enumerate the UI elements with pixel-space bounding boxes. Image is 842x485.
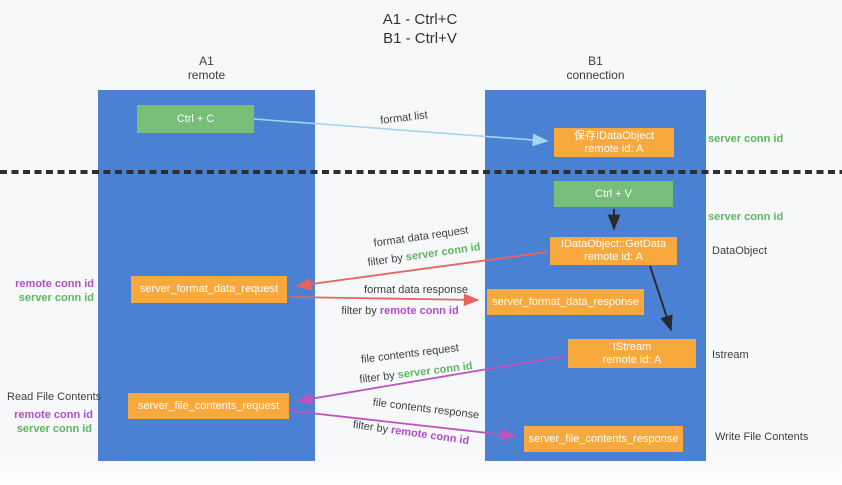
- node-save-idataobject-line1: 保存IDataObject: [573, 129, 655, 142]
- right-label-server-conn-id-1: server conn id: [708, 133, 784, 145]
- filter-key-server-conn-id: server conn id: [405, 241, 482, 264]
- arrow-format-data-response: [289, 293, 480, 307]
- filter-prefix: filter by: [358, 369, 396, 386]
- edge-label-format-response-filter: filter by remote conn id: [341, 305, 458, 317]
- node-ctrl-v: Ctrl + V: [554, 181, 673, 207]
- filter-key-server-conn-id: server conn id: [397, 360, 474, 382]
- node-save-idataobject: 保存IDataObject remote id: A: [554, 128, 674, 157]
- node-ctrl-v-label: Ctrl + V: [595, 187, 632, 200]
- node-file-request-label: server_file_contents_request: [137, 399, 280, 412]
- left-label-remote-conn-id-1: remote conn id: [15, 278, 94, 290]
- node-getdata-line1: IDataObject::GetData: [560, 238, 667, 250]
- left-label-server-conn-id-1: server conn id: [18, 292, 94, 304]
- node-format-request-label: server_format_data_request: [139, 283, 279, 295]
- edge-label-file-contents-response: file contents response: [372, 396, 480, 422]
- phase-divider-dotted-line: [0, 170, 842, 174]
- column-a1-role: remote: [187, 68, 226, 82]
- diagram-title: A1 - Ctrl+C B1 - Ctrl+V: [320, 10, 520, 48]
- node-server-format-data-request: server_format_data_request: [131, 276, 287, 303]
- right-label-istream: Istream: [712, 349, 749, 361]
- node-istream-line2: remote id: A: [602, 353, 662, 366]
- column-b1-name: B1: [588, 54, 603, 68]
- node-ctrl-c: Ctrl + C: [137, 105, 254, 133]
- left-label-read-file-contents: Read File Contents: [7, 391, 102, 403]
- filter-prefix: filter by: [352, 418, 389, 436]
- node-getdata-line2: remote id: A: [584, 251, 643, 263]
- left-label-server-conn-id-2: server conn id: [16, 423, 92, 435]
- node-save-idataobject-line2: remote id: A: [584, 142, 644, 155]
- node-server-file-contents-request: server_file_contents_request: [128, 393, 289, 419]
- title-line-2: B1 - Ctrl+V: [383, 30, 457, 47]
- node-ctrl-c-label: Ctrl + C: [176, 112, 215, 125]
- right-label-dataobject: DataObject: [712, 245, 768, 257]
- node-server-file-contents-response: server_file_contents_response: [524, 426, 683, 452]
- edge-label-format-data-response: format data response: [364, 284, 468, 296]
- node-server-format-data-response: server_format_data_response: [487, 289, 644, 315]
- right-label-server-conn-id-2: server conn id: [708, 211, 784, 223]
- edge-label-file-response-filter: filter by remote conn id: [352, 419, 470, 447]
- filter-prefix: filter by: [341, 305, 377, 317]
- node-istream: IStream remote id: A: [568, 339, 696, 368]
- column-a1-name: A1: [199, 54, 214, 68]
- left-label-remote-conn-id-2: remote conn id: [14, 409, 93, 421]
- edge-label-format-list: format list: [379, 109, 429, 127]
- title-line-1: A1 - Ctrl+C: [382, 11, 458, 28]
- filter-key-remote-conn-id: remote conn id: [390, 424, 470, 448]
- filter-prefix: filter by: [366, 252, 404, 269]
- column-header-a1: A1 remote: [98, 54, 315, 82]
- right-label-write-file-contents: Write File Contents: [715, 431, 809, 443]
- node-format-response-label: server_format_data_response: [492, 295, 639, 308]
- node-istream-line1: IStream: [612, 340, 652, 353]
- column-header-b1: B1 connection: [485, 54, 706, 82]
- node-file-response-label: server_file_contents_response: [528, 432, 679, 445]
- column-b1-role: connection: [566, 68, 625, 82]
- filter-key-remote-conn-id: remote conn id: [379, 305, 459, 317]
- node-idataobject-getdata: IDataObject::GetData remote id: A: [550, 237, 677, 265]
